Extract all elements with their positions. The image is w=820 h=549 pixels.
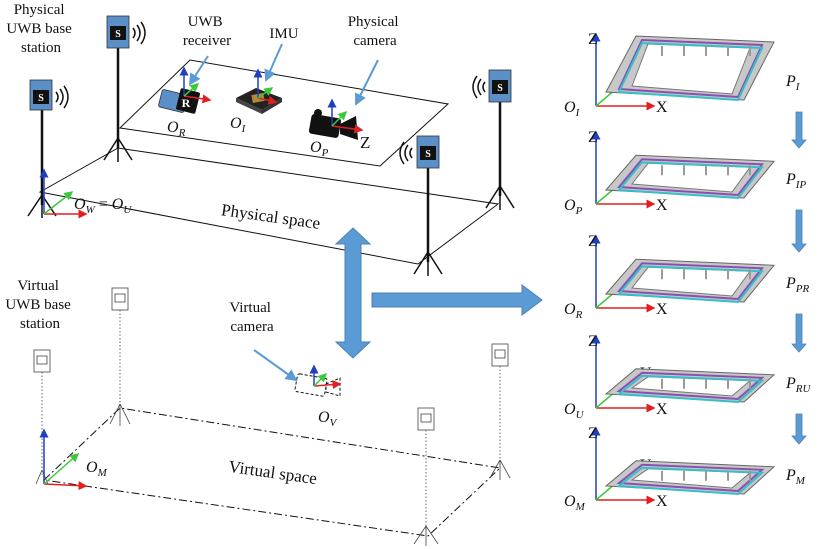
panel-down-arrow [791, 111, 807, 149]
physical-space-group: S S S S [6, 2, 515, 276]
virtual-camera-device [294, 364, 342, 397]
uwb-receiver-device: R [158, 66, 212, 114]
panel-1: ZXYOIPI [564, 31, 807, 149]
physical-base-station-left: S [27, 79, 69, 218]
x-axis-letter: X [656, 99, 668, 116]
panel-3: ZXYORPPR [564, 233, 810, 353]
base-station-letter: S [425, 149, 431, 160]
virtual-base-station-right [489, 343, 511, 480]
physical-ground-plane [38, 147, 500, 265]
imu-label: IMU [269, 26, 298, 42]
z-axis-letter: Z [588, 129, 598, 146]
base-station-letter: S [115, 29, 121, 40]
panel-transform-label: PRU [785, 375, 812, 395]
vertical-double-arrow [334, 227, 372, 359]
physical-camera-device [308, 98, 364, 140]
virtual-camera-callout-arrow [253, 349, 298, 382]
model-axes [39, 428, 88, 491]
x-axis-letter: X [656, 401, 668, 418]
virtual-base-station-left [33, 349, 51, 485]
transfer-arrows [334, 227, 543, 359]
panel-down-arrow [791, 413, 807, 445]
x-axis-letter: X [656, 197, 668, 214]
panel-down-arrow [791, 209, 807, 253]
receiver-letter: R [182, 96, 191, 110]
panel-origin-label: OP [564, 197, 583, 217]
right-arrow [371, 284, 543, 316]
physical-camera-label: Physical camera [348, 14, 403, 49]
world-origin-label: OW = OU [74, 196, 132, 216]
virtual-space-label: Virtual space [227, 457, 318, 488]
physical-base-station-label: Physical UWB base station [6, 2, 75, 56]
virtual-base-station-label: Virtual UWB base station [5, 278, 74, 332]
panel-transform-label: PPR [785, 275, 810, 295]
panel-origin-label: OM [564, 493, 586, 513]
z-axis-letter: Z [588, 333, 598, 350]
physical-base-station-front: S [399, 135, 443, 276]
x-axis-letter: X [656, 301, 668, 318]
panel-down-arrow [791, 313, 807, 353]
panel-5: ZXYOMPM [564, 425, 806, 513]
virtual-base-station-tall [109, 287, 131, 426]
z-axis-letter: Z [588, 233, 598, 250]
panel-transform-label: PM [785, 467, 806, 487]
virtual-base-station-front [413, 407, 439, 546]
imu-callout-arrow [264, 43, 283, 82]
physical-base-station-right: S [472, 69, 515, 210]
imu-frame-label: OI [230, 115, 247, 135]
panel-2: ZXYOPPIP [564, 129, 807, 253]
panel-origin-label: OU [564, 401, 585, 421]
camera-callout-arrow [355, 59, 379, 106]
z-axis-letter: Z [588, 31, 598, 48]
receiver-frame-label: OR [167, 119, 186, 139]
panel-origin-label: OR [564, 301, 583, 321]
world-axes [39, 168, 88, 219]
receiver-callout-arrow [188, 55, 209, 86]
camera-frame-label: OP [310, 139, 329, 159]
point-cloud-panels: ZXYOIPIZXYOPPIPZXYORPPRZXYOUPRUZXYOMPM [564, 31, 812, 513]
camera-axis-letter: Z [360, 133, 370, 152]
physical-base-station-tall: S [103, 15, 146, 162]
model-frame-label: OM [86, 459, 108, 479]
uwb-receiver-label: UWB receiver [183, 14, 231, 49]
virtual-ground-plane [42, 407, 502, 537]
virtual-camera-frame-label: OV [318, 409, 338, 429]
base-station-letter: S [497, 83, 503, 94]
panel-transform-label: PIP [785, 171, 806, 191]
virtual-camera-label: Virtual camera [229, 300, 274, 335]
panel-4: ZXYOUPRU [564, 333, 812, 445]
panel-transform-label: PI [785, 73, 801, 93]
x-axis-letter: X [656, 493, 668, 510]
panel-origin-label: OI [564, 99, 581, 119]
imu-chip [236, 68, 282, 114]
physical-table-plane [118, 59, 450, 167]
z-axis-letter: Z [588, 425, 598, 442]
virtual-space-group: OM OV Virtual UWB base station Virtual c… [5, 278, 511, 546]
base-station-letter: S [38, 93, 44, 104]
physical-space-label: Physical space [220, 200, 321, 233]
